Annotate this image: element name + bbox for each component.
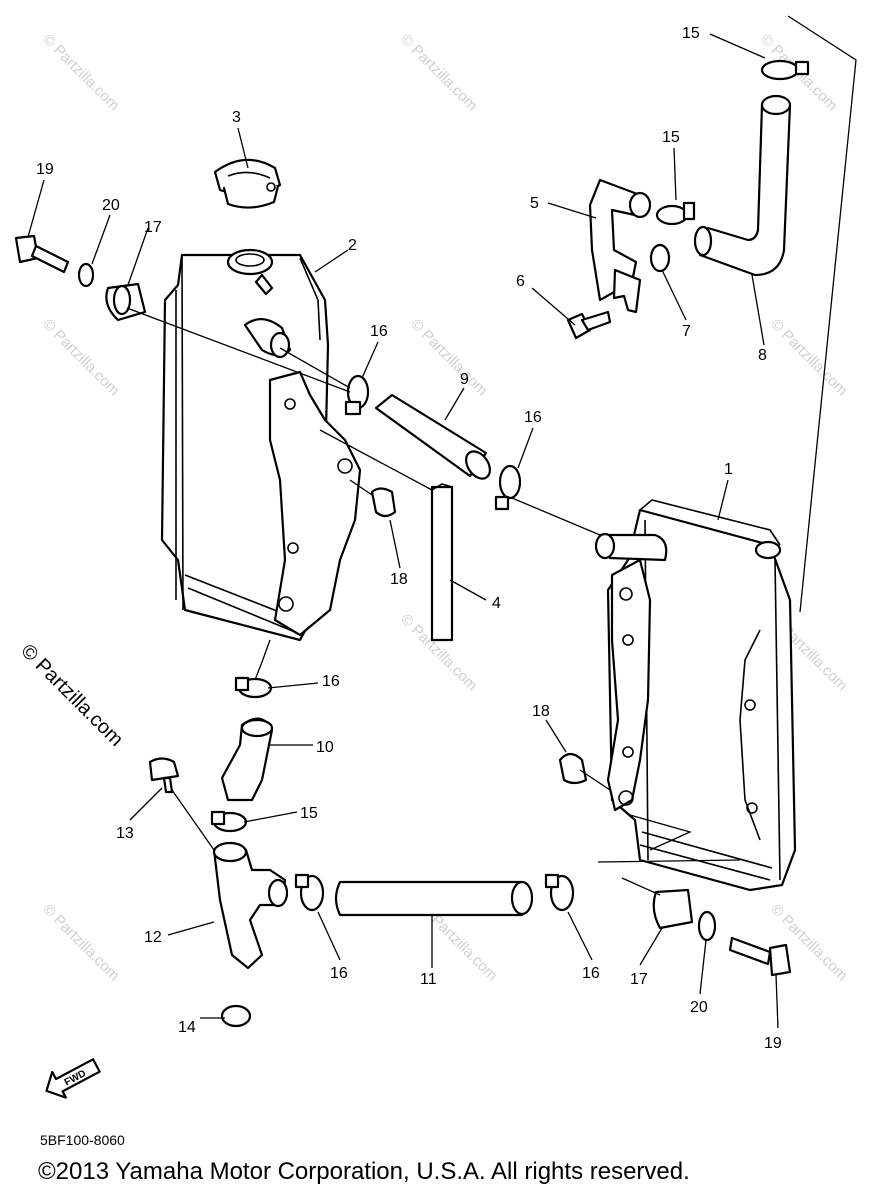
callout-label: 15 — [682, 25, 700, 42]
callout-label: 16 — [582, 965, 600, 982]
callout-label: 19 — [36, 161, 54, 178]
pipe-9 — [374, 393, 491, 480]
callout-label: 9 — [460, 371, 469, 388]
clamps — [210, 59, 810, 912]
callout-label: 11 — [420, 971, 437, 988]
hardware — [14, 234, 792, 1028]
callout-label: 15 — [662, 129, 680, 146]
callout-label: 2 — [348, 237, 357, 254]
assembly-lines — [126, 15, 857, 896]
callout-label: 16 — [322, 673, 340, 690]
callout-label: 4 — [492, 595, 501, 612]
callout-label: 13 — [116, 825, 134, 842]
callout-label: 7 — [682, 323, 691, 340]
callout-labels: 1 2 3 4 5 6 7 8 9 10 11 12 13 14 15 15 1… — [36, 25, 782, 1052]
callout-label: 8 — [758, 347, 767, 364]
radiator-stay — [430, 483, 454, 642]
callout-label: 17 — [630, 971, 648, 988]
callout-label: 15 — [300, 805, 318, 822]
watermark: © Partzilla.com — [39, 316, 122, 399]
callout-label: 16 — [330, 965, 348, 982]
callout-label: 10 — [316, 739, 334, 756]
callout-label: 20 — [690, 999, 708, 1016]
watermark: © Partzilla.com — [767, 316, 850, 399]
diagram-code: 5BF100-8060 — [40, 1132, 125, 1148]
pipe-11 — [334, 880, 534, 917]
callout-label: 3 — [232, 109, 241, 126]
watermark: © Partzilla.com — [407, 316, 490, 399]
watermark: © Partzilla.com — [39, 31, 122, 114]
callout-label: 12 — [144, 929, 162, 946]
callout-label: 17 — [144, 219, 162, 236]
callout-label: 1 — [724, 461, 733, 478]
callout-label: 20 — [102, 197, 120, 214]
forward-arrow-icon: FWD — [45, 1058, 101, 1099]
callout-label: 16 — [524, 409, 542, 426]
right-radiator — [594, 499, 797, 892]
radiator-cap — [213, 158, 282, 209]
callout-label: 16 — [370, 323, 388, 340]
hose-10 — [220, 717, 274, 802]
callout-label: 18 — [390, 571, 408, 588]
hose-5 — [588, 178, 652, 314]
callout-label: 14 — [178, 1019, 196, 1036]
callout-label: 5 — [530, 195, 539, 212]
callout-label: 18 — [532, 703, 550, 720]
watermark: © Partzilla.com — [397, 31, 480, 114]
callout-label: 6 — [516, 273, 525, 290]
copyright-notice: ©2013 Yamaha Motor Corporation, U.S.A. A… — [38, 1158, 690, 1185]
watermark: © Partzilla.com — [39, 901, 122, 984]
pipe-12 — [212, 841, 289, 970]
hose-8 — [693, 94, 792, 277]
callout-label: 19 — [764, 1035, 782, 1052]
leader-lines — [27, 33, 779, 1029]
left-radiator — [160, 248, 362, 642]
